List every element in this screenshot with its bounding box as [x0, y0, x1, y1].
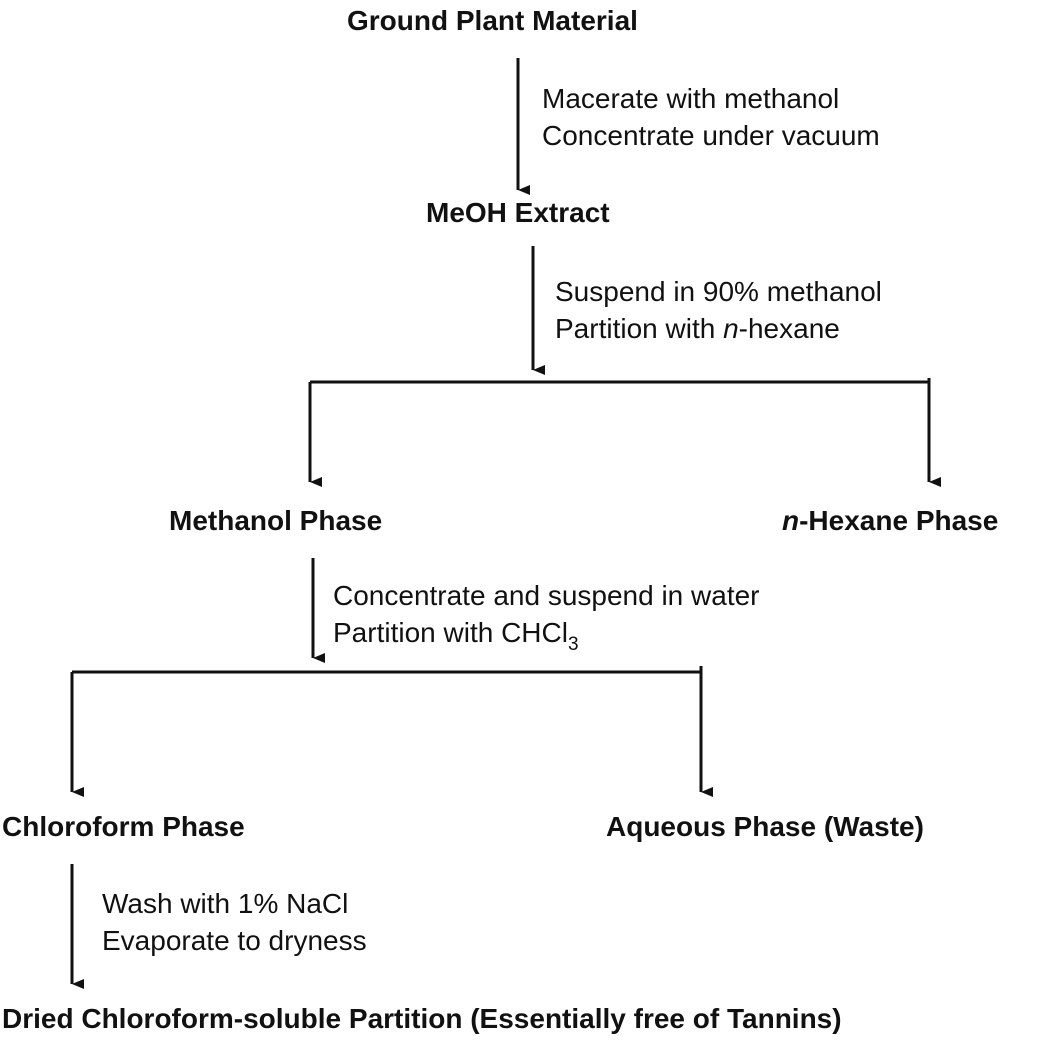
step-2-line-2-before: Partition with — [555, 313, 724, 344]
step-3-line-2: Partition with CHCl3 — [333, 614, 760, 655]
step-3-line-1: Concentrate and suspend in water — [333, 580, 760, 611]
step-1-line-2: Concentrate under vacuum — [542, 120, 880, 151]
step-3-line-2-subscript: 3 — [567, 634, 579, 655]
step-2-label: Suspend in 90% methanol Partition with n… — [555, 273, 882, 347]
node-methanol-phase: Methanol Phase — [169, 505, 383, 536]
step-3-line-2-before: Partition with CHCl — [333, 617, 568, 648]
step-2-line-2-italic: n — [723, 313, 739, 344]
node-ground-plant-material: Ground Plant Material — [347, 5, 638, 36]
hexane-italic-n: n — [782, 505, 800, 536]
step-3-label: Concentrate and suspend in water Partiti… — [333, 577, 760, 655]
step-4-line-1: Wash with 1% NaCl — [102, 888, 349, 919]
node-meoh-extract: MeOH Extract — [426, 197, 610, 228]
node-hexane-phase: n-Hexane Phase — [782, 504, 998, 538]
step-4-line-2: Evaporate to dryness — [102, 925, 367, 956]
hexane-phase-text: -Hexane Phase — [799, 505, 999, 536]
node-chloroform-phase: Chloroform Phase — [2, 811, 245, 842]
node-dried-partition: Dried Chloroform-soluble Partition (Esse… — [2, 1003, 842, 1034]
step-2-line-2-after: -hexane — [738, 313, 840, 344]
step-2-line-2: Partition with n-hexane — [555, 310, 882, 347]
step-4-label: Wash with 1% NaCl Evaporate to dryness — [102, 885, 367, 959]
step-1-line-1: Macerate with methanol — [542, 83, 840, 114]
step-1-label: Macerate with methanol Concentrate under… — [542, 80, 880, 154]
node-aqueous-phase: Aqueous Phase (Waste) — [606, 811, 924, 842]
step-2-line-1: Suspend in 90% methanol — [555, 276, 882, 307]
